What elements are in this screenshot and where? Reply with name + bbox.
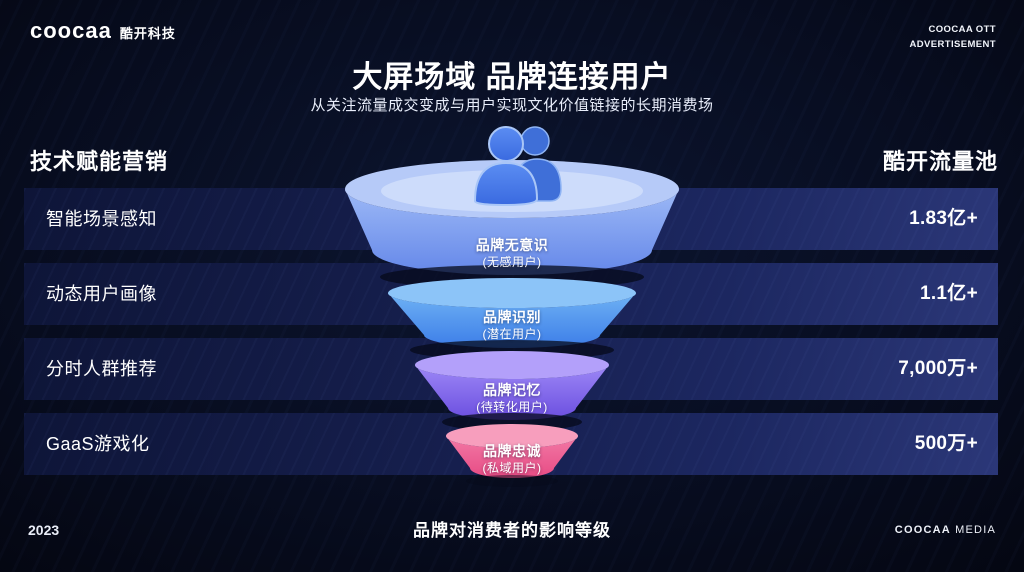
funnel-caption: 品牌对消费者的影响等级 (413, 521, 611, 540)
funnel-level-sub: (待转化用户) (476, 400, 548, 414)
funnel-level-name: 品牌忠诚 (483, 443, 541, 459)
funnel-level-sub: (无感用户) (482, 255, 542, 269)
row-label: 智能场景感知 (46, 209, 157, 229)
row-label: 动态用户画像 (46, 284, 157, 304)
funnel-level-3-rim (415, 351, 609, 379)
row-value: 1.83亿+ (909, 208, 978, 229)
footer-media-brand: COOCAA (894, 524, 951, 536)
funnel-level-2-shape (388, 293, 636, 348)
funnel-level-name: 品牌无意识 (475, 237, 549, 253)
footer-media-suffix: MEDIA (955, 524, 996, 536)
funnel-level-sub: (私域用户) (482, 461, 542, 475)
funnel-level-4-label: 品牌忠诚 (私域用户) (362, 443, 662, 476)
left-column-heading: 技术赋能营销 (30, 149, 169, 174)
funnel-level-name: 品牌记忆 (483, 382, 541, 398)
coocaa-wordmark: coocaa (30, 18, 112, 43)
corner-line1: COOCAA OTT (928, 24, 996, 35)
footer-media: COOCAA MEDIA (895, 524, 996, 536)
funnel-shadow (466, 475, 558, 487)
footer-year: 2023 (28, 522, 60, 538)
funnel-level-sub: (潜在用户) (482, 327, 542, 341)
page-subtitle: 从关注流量成交变成与用户实现文化价值链接的长期消费场 (310, 97, 714, 114)
brand-logo: coocaa 酷开科技 (30, 18, 176, 44)
users-icon (473, 126, 562, 207)
row-value: 500万+ (914, 433, 978, 454)
funnel-level-2-rim (388, 278, 636, 308)
right-column-heading: 酷开流量池 (882, 149, 998, 174)
brand-name-cn: 酷开科技 (119, 26, 176, 41)
funnel-level-4-shape (446, 436, 578, 478)
funnel-level-4-rim (446, 424, 578, 448)
funnel-level-1-label: 品牌无意识 (无感用户) (362, 237, 662, 270)
corner-tagline: COOCAA OTT ADVERTISEMENT (910, 22, 996, 52)
corner-line2: ADVERTISEMENT (909, 39, 996, 50)
funnel-level-name: 品牌识别 (483, 309, 541, 325)
funnel-level-3-label: 品牌记忆 (待转化用户) (362, 382, 662, 415)
funnel-level-1-shape (345, 189, 679, 275)
row-label: GaaS游戏化 (46, 434, 150, 454)
row-value: 7,000万+ (898, 358, 978, 379)
page-title: 大屏场域 品牌连接用户 (352, 61, 672, 94)
row-label: 分时人群推荐 (46, 359, 157, 379)
row-value: 1.1亿+ (919, 283, 978, 304)
funnel-level-2-label: 品牌识别 (潜在用户) (362, 309, 662, 342)
funnel-level-3-shape (415, 365, 609, 420)
funnel-diagram (345, 126, 679, 487)
